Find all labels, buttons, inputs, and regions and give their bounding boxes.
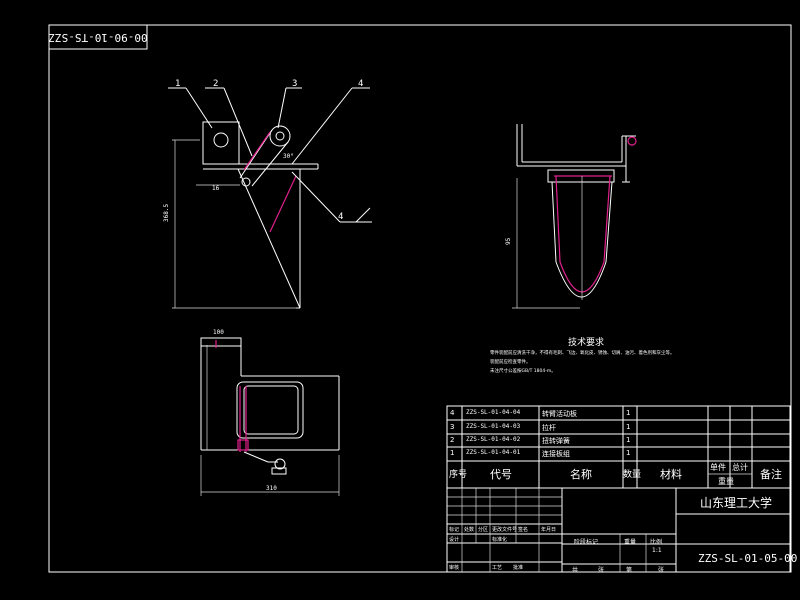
balloon-2: 2 — [213, 79, 218, 89]
dim-height-side: 95 — [505, 237, 512, 245]
bill-of-materials — [446, 405, 791, 489]
tech-note-1: 零件装配前应清洗干净，不得有毛刺、飞边、氧化皮、锈蚀、切屑、油污、着色剂和灰尘等… — [490, 349, 675, 356]
dim-top-view-small: 100 — [213, 329, 224, 336]
title-block — [446, 487, 791, 573]
code-stamp-box — [48, 24, 148, 50]
balloon-3: 3 — [292, 79, 297, 89]
tech-title: 技术要求 — [568, 336, 604, 348]
dim-width-front: 16 — [212, 185, 220, 192]
dim-width-top: 310 — [266, 485, 277, 492]
tech-note-3: 未注尺寸公差按GB/T 1804-m。 — [490, 367, 556, 374]
dim-angle-front: 30° — [283, 153, 294, 160]
balloon-4b: 4 — [338, 212, 343, 222]
front-view: 1 2 3 4 4 368.5 16 30° — [163, 79, 372, 309]
tech-note-2: 装配前应检查零件。 — [490, 358, 531, 365]
dim-height-front: 368.5 — [163, 204, 170, 222]
side-view: 95 — [505, 124, 637, 309]
balloon-4: 4 — [358, 79, 363, 89]
top-view: 100 310 — [200, 329, 340, 496]
balloon-1: 1 — [175, 79, 180, 89]
drawing-border — [48, 24, 792, 573]
code-stamp-text: 00-90-10-TS-SZZ — [48, 31, 148, 44]
technical-requirements: 技术要求 零件装配前应清洗干净，不得有毛刺、飞边、氧化皮、锈蚀、切屑、油污、着色… — [490, 336, 675, 374]
